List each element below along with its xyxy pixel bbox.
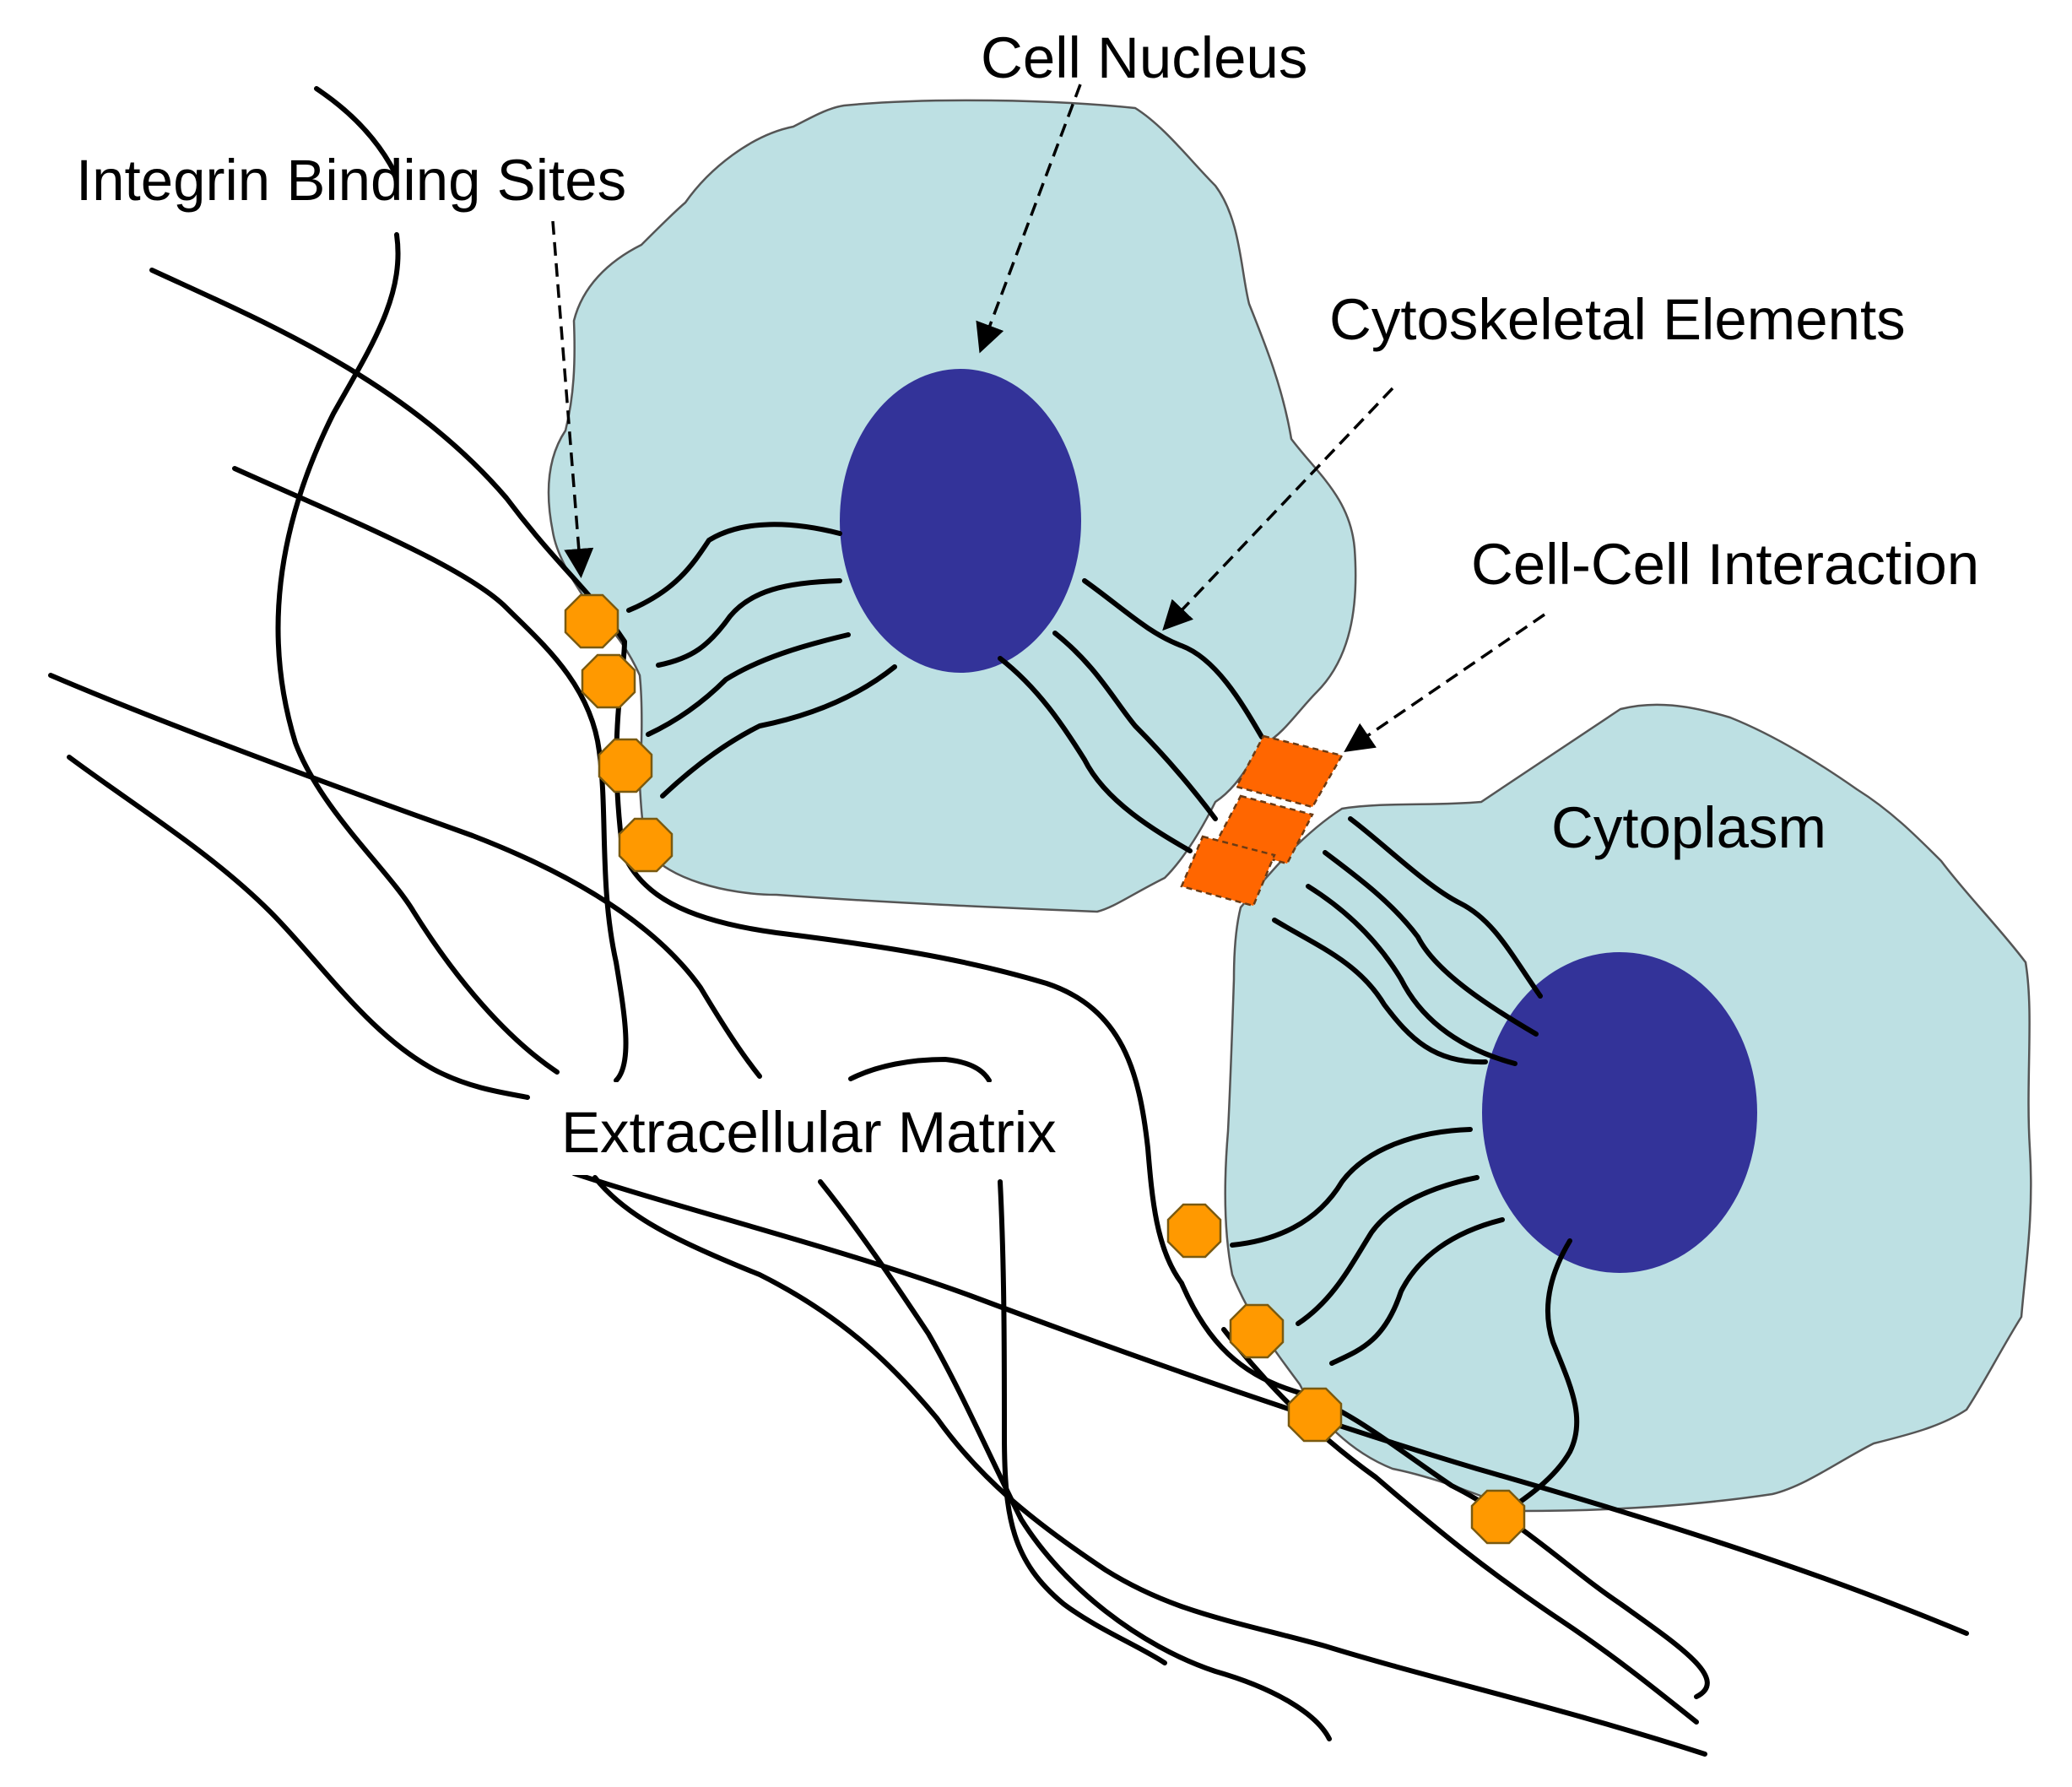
integrin-site (598, 738, 653, 793)
label-cytoskeletal-elements: Cytoskeletal Elements (1329, 287, 1906, 352)
nucleus-upper (840, 369, 1081, 673)
integrin-site (564, 593, 619, 649)
pointer-integrin-binding-sites (551, 220, 594, 578)
integrin-site (1229, 1303, 1285, 1359)
ecm-label-background (540, 1082, 1080, 1175)
pointer-cell-cell-interaction (1344, 613, 1545, 752)
cell-upper (547, 99, 1357, 913)
integrin-site (1287, 1387, 1343, 1443)
label-cytoplasm: Cytoplasm (1551, 795, 1826, 860)
cell-junction (1235, 734, 1344, 809)
integrin-site (618, 817, 674, 873)
label-cell-nucleus: Cell Nucleus (981, 25, 1307, 90)
label-integrin-binding-sites: Integrin Binding Sites (76, 148, 626, 213)
cell-lower (1224, 703, 2032, 1518)
pointer-cytoskeletal-elements (1162, 387, 1394, 631)
cytoskeleton-upper (626, 522, 1264, 853)
integrin-site (1470, 1489, 1526, 1545)
label-cell-cell-interaction: Cell-Cell Interaction (1471, 532, 1979, 597)
labels: Cell Nucleus Integrin Binding Sites Cyto… (76, 25, 1979, 1165)
cell-cell-junctions (1180, 734, 1344, 907)
integrin-site (581, 653, 636, 709)
integrin-site (1166, 1203, 1222, 1259)
nucleus-lower (1482, 952, 1757, 1273)
cell-junction (1180, 835, 1276, 907)
label-extracellular-matrix: Extracellular Matrix (561, 1100, 1057, 1165)
pointer-cell-nucleus (976, 84, 1082, 354)
pointer-arrows (551, 84, 1545, 752)
integrin-binding-sites (564, 593, 1526, 1545)
